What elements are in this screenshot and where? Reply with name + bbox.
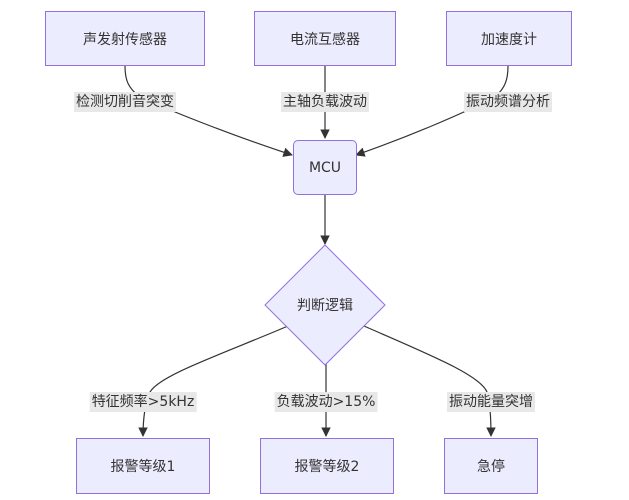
edge-logic-to-alarm1 <box>138 325 289 437</box>
node-alarm-level-2: 报警等级2 <box>260 438 394 494</box>
node-acoustic-sensor: 声发射传感器 <box>45 11 205 66</box>
logic-diamond <box>264 244 386 366</box>
label-logic-alarm1: 特征频率>5kHz <box>89 392 197 412</box>
node-accelerometer: 加速度计 <box>446 11 572 66</box>
edge-logic-to-stop <box>363 325 496 437</box>
label-acoustic-mcu: 检测切削音突变 <box>74 92 176 112</box>
node-emergency-stop: 急停 <box>444 438 538 494</box>
node-mcu: MCU <box>293 140 357 195</box>
node-alarm-level-1: 报警等级1 <box>76 438 210 494</box>
node-current-transformer: 电流互感器 <box>254 11 396 66</box>
label-logic-stop: 振动能量突增 <box>447 392 535 412</box>
node-judgment-logic: 判断逻辑 <box>297 298 353 314</box>
label-current-mcu: 主轴负载波动 <box>281 92 369 112</box>
label-logic-alarm2: 负载波动>15% <box>274 392 378 412</box>
label-accel-mcu: 振动频谱分析 <box>464 92 552 112</box>
